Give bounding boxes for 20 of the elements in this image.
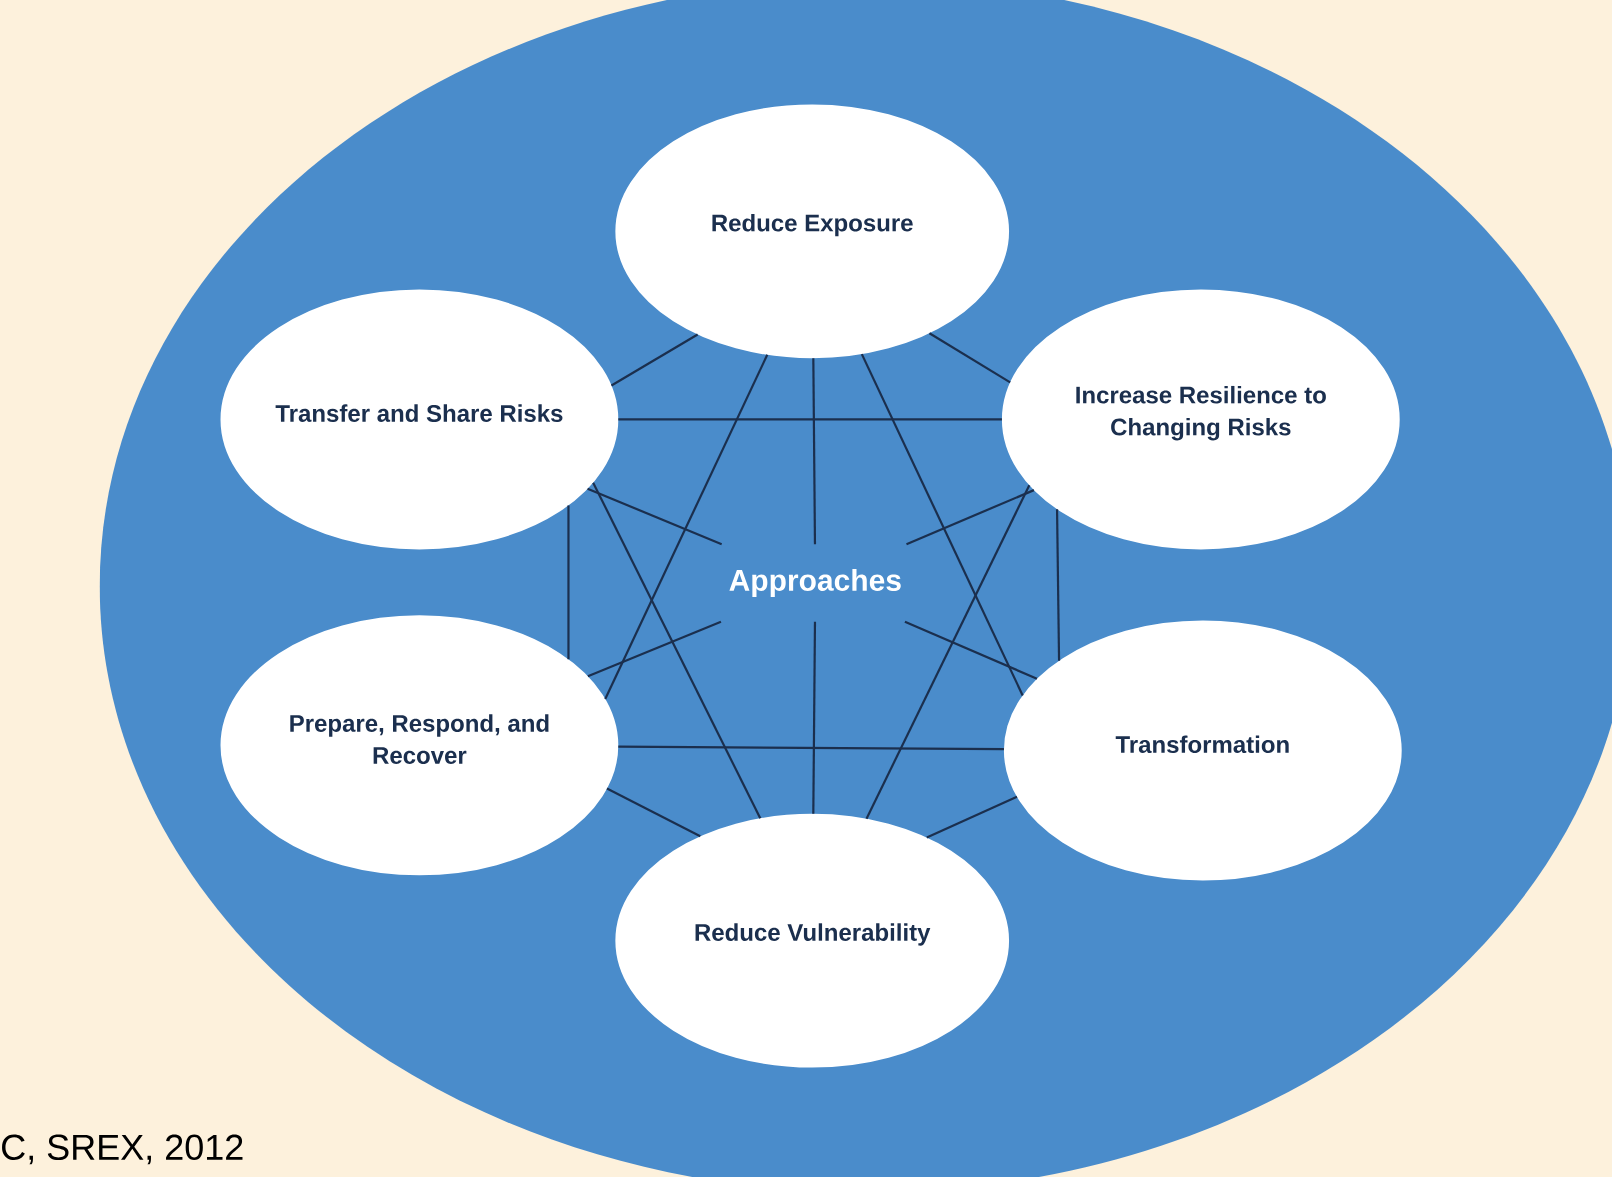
connector-line xyxy=(926,795,1018,839)
center-label: Approaches xyxy=(729,568,901,597)
connector-line xyxy=(906,489,1035,546)
connector-line xyxy=(592,482,762,819)
connector-line xyxy=(604,354,769,700)
connector-line xyxy=(928,332,1011,384)
connector-line xyxy=(567,505,570,660)
connector-line xyxy=(610,333,699,387)
connector-line xyxy=(812,358,817,545)
connector-line xyxy=(587,487,723,546)
connector-line xyxy=(865,484,1031,820)
connector-line xyxy=(904,620,1038,680)
connector-line xyxy=(606,787,701,838)
connector-line xyxy=(860,353,1024,696)
connector-line xyxy=(1055,509,1061,661)
connector-line xyxy=(812,621,817,814)
connector-line xyxy=(618,418,1002,421)
source-note: C, SREX, 2012 xyxy=(2,1134,243,1165)
connector-line xyxy=(618,745,1004,751)
connector-line xyxy=(587,620,722,678)
